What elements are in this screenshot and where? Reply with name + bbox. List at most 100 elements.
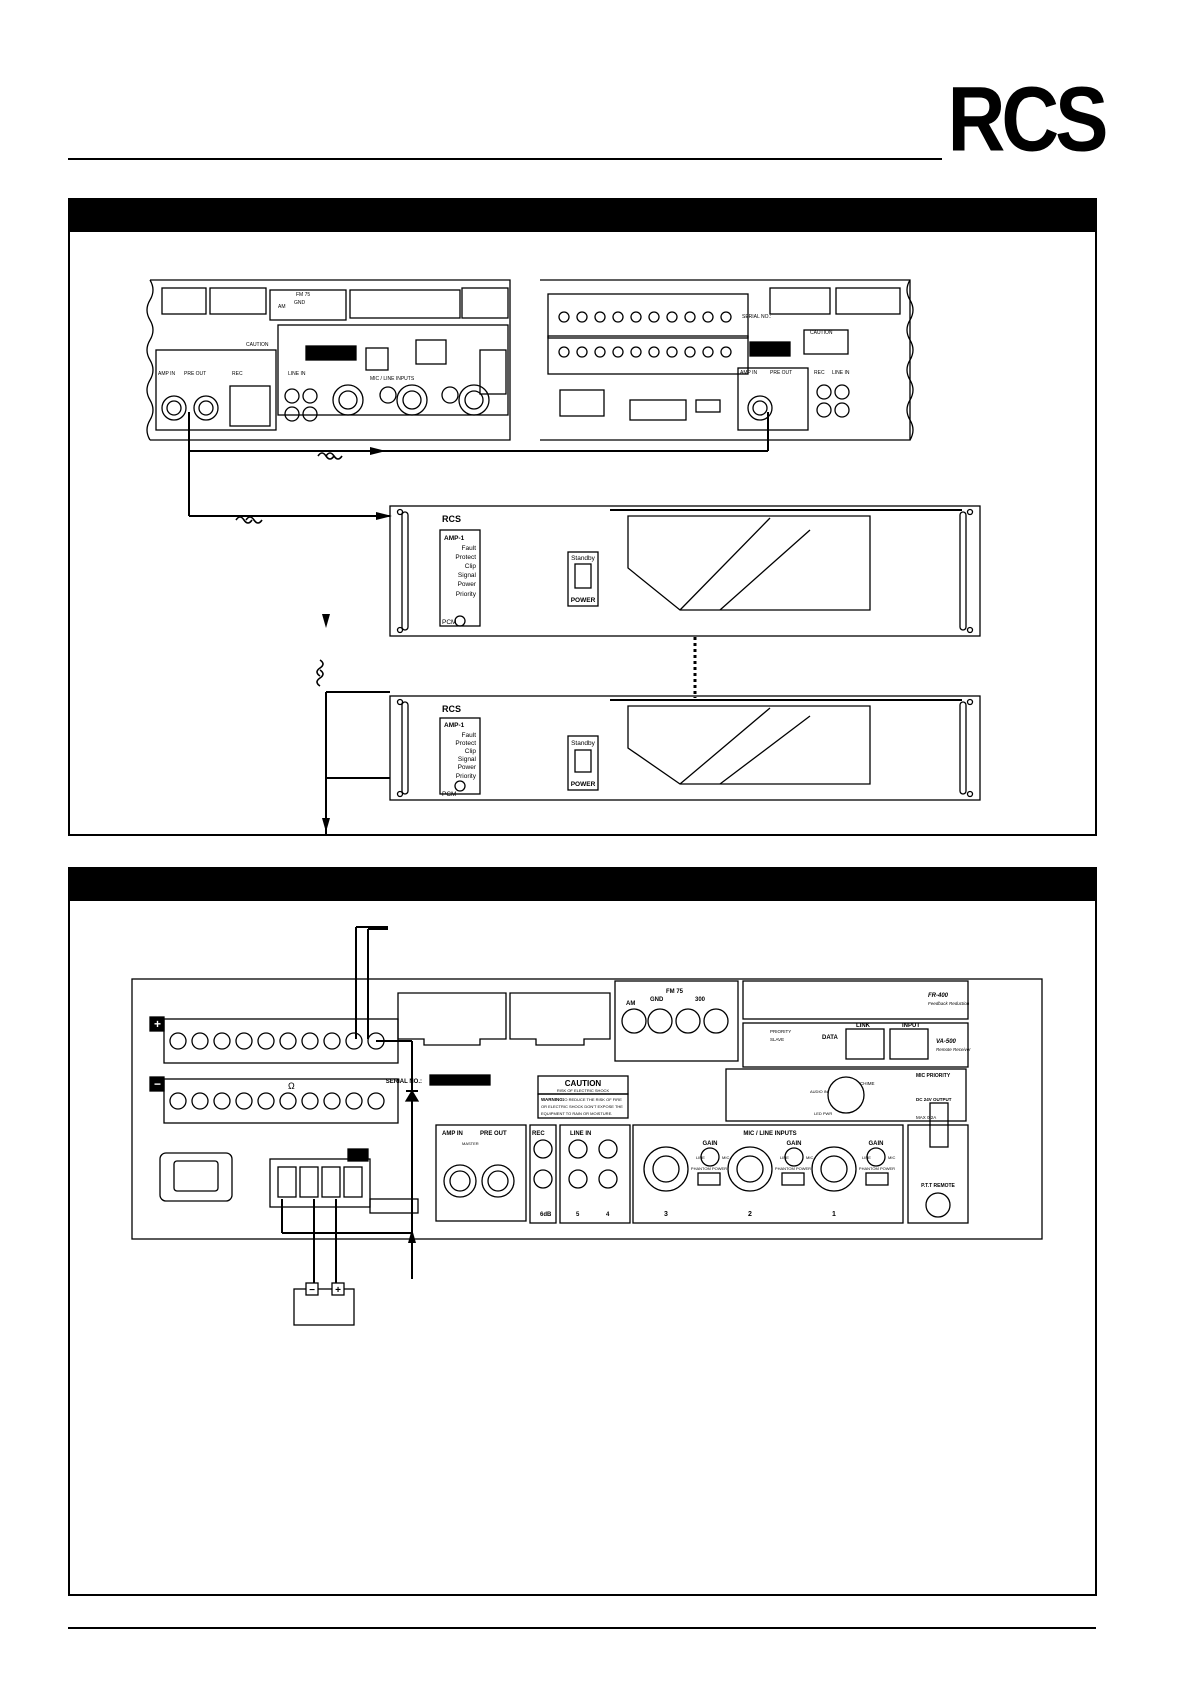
diagram-amp-chain: FM 75 AM GND CAUTION AMP IN PRE OUT REC … (146, 279, 981, 836)
gnd-label: GND (650, 997, 664, 1003)
terminal-row-bottom (558, 346, 732, 358)
line-in-num-4: 4 (606, 1212, 610, 1218)
lp-mic-line-inputs: MIC / LINE INPUTS (370, 376, 415, 382)
amp2-standby: Standby (571, 740, 596, 747)
amp1-priority: Priority (456, 591, 477, 598)
mic-label-1: MIC (888, 1155, 895, 1160)
mic-line-inputs-label: MIC / LINE INPUTS (743, 1131, 796, 1137)
plus-terminal-marker (149, 1016, 165, 1032)
lp-fm-label: FM 75 (296, 292, 310, 298)
phantom-label-3: PHANTOM POWER (691, 1166, 727, 1171)
speaker-terminals-bottom (163, 1078, 399, 1124)
speaker-terminals-top (163, 1018, 399, 1064)
feedback-reduction-module (742, 980, 969, 1020)
amp1-led-fault: Fault (462, 545, 477, 552)
warning-label (537, 1093, 629, 1119)
amp2-led-clip: Clip (465, 748, 477, 755)
battery-plus: + (335, 1285, 341, 1296)
mic-input-number-1: 1 (832, 1211, 836, 1218)
amp1-model: AMP-1 (444, 535, 465, 542)
rp-caution: CAUTION (810, 330, 833, 336)
amp1-led-clip: Clip (465, 563, 477, 570)
amp1-standby: Standby (571, 555, 596, 562)
amp2-pcm: PCM (442, 791, 456, 798)
chime-label: CHIME (860, 1081, 875, 1086)
section-header-bar (70, 200, 1095, 232)
mic-priority-label: MIC PRIORITY (916, 1073, 951, 1079)
diagram-rear-panel-wiring: + − Ω SERIAL NO.: CAUTION RISK OF ELECTR… (131, 926, 1043, 1326)
mains-inlet (159, 1152, 233, 1202)
amp2-priority: Priority (456, 773, 477, 780)
priority-label: PRIORITY (770, 1029, 791, 1034)
priority-chime-section (725, 1068, 967, 1122)
input-label: INPUT (902, 1023, 920, 1029)
serial-label: SERIAL NO.: (386, 1079, 422, 1085)
rp-serial: SERIAL NO.: (742, 314, 771, 320)
amp1-led-power: Power (458, 581, 477, 588)
amp2-led-fault: Fault (462, 732, 477, 739)
fr-module-sub: Feedback Reduction (928, 1001, 970, 1006)
amp1-brand: RCS (442, 514, 461, 524)
warning-title: WARNING: (541, 1097, 565, 1102)
gain-label-3: GAIN (703, 1141, 718, 1147)
mic-input-number-3: 3 (664, 1211, 668, 1218)
amp2-model: AMP-1 (444, 722, 465, 729)
link-label: LINK (856, 1023, 871, 1029)
rp-rec: REC (814, 370, 825, 376)
led-pwr-label: LED PWR (814, 1111, 832, 1116)
caution-title: CAUTION (565, 1079, 602, 1088)
lp-gnd-label: GND (294, 300, 306, 306)
caution-sub: RISK OF ELECTRIC SHOCK (557, 1088, 610, 1093)
logo-text: RCS (948, 69, 1107, 171)
phantom-label-1: PHANTOM POWER (859, 1166, 895, 1171)
rear-panel-outline (131, 978, 1043, 1240)
mic-label-3: MIC (722, 1155, 729, 1160)
mic-input-number-2: 2 (748, 1211, 752, 1218)
lp-caution: CAUTION (246, 342, 269, 348)
ptt-remote-label: P.T.T REMOTE (921, 1183, 955, 1189)
line-in-section (559, 1124, 631, 1224)
gain-label-1: GAIN (869, 1141, 884, 1147)
phantom-label-2: PHANTOM POWER (775, 1166, 811, 1171)
rp-pre-out: PRE OUT (770, 370, 792, 376)
minus-terminal-marker (149, 1076, 165, 1092)
gain-label-2: GAIN (787, 1141, 802, 1147)
amp1-led-protect: Protect (455, 554, 476, 561)
line-label-2: LINE (780, 1155, 789, 1160)
terminal-row-top (558, 311, 732, 323)
dc-terminal-block (269, 1158, 371, 1208)
line-in-num-5: 5 (576, 1212, 580, 1218)
blank-slot-1 (397, 992, 507, 1046)
amp2-power: POWER (571, 781, 596, 788)
fm-label: FM 75 (666, 989, 684, 995)
warning-line-2: OR ELECTRIC SHOCK DON'T EXPOSE THE (541, 1104, 623, 1109)
dc-output-label: DC 24V OUTPUT (916, 1097, 952, 1102)
lp-amp-in: AMP IN (158, 371, 176, 377)
lp-pre-out: PRE OUT (184, 371, 206, 377)
battery-minus: − (309, 1285, 315, 1296)
amp2-led-power: Power (458, 764, 477, 771)
pre-out-label: PRE OUT (480, 1131, 507, 1137)
amp1-pcm: PCM (442, 619, 456, 626)
footer-rule (68, 1627, 1096, 1629)
amplifier-unit-1 (389, 505, 981, 637)
serial-plate (429, 1074, 491, 1086)
lp-rec: REC (232, 371, 243, 377)
external-wiring (281, 926, 413, 1289)
rp-line-in: LINE IN (832, 370, 850, 376)
section-header-bar (70, 869, 1095, 901)
blank-slot-2 (509, 992, 611, 1046)
diode-symbol (404, 1089, 420, 1102)
master-label: MASTER (462, 1141, 479, 1146)
fr-module-label: FR-400 (928, 993, 949, 999)
warning-line-1: TO REDUCE THE RISK OF FIRE (562, 1097, 622, 1102)
rcs-logo: RCS (948, 69, 1111, 171)
rec-section (529, 1124, 557, 1224)
mixer-rear-panel-left (146, 279, 511, 441)
lp-am-label: AM (278, 304, 286, 310)
amp-in-label: AMP IN (442, 1131, 463, 1137)
slave-label: SLAVE (770, 1037, 784, 1042)
line-in-num-6db: 6dB (540, 1212, 552, 1218)
amp2-led-signal: Signal (458, 756, 477, 763)
dc-max-label: MAX 0.2A (916, 1115, 936, 1120)
